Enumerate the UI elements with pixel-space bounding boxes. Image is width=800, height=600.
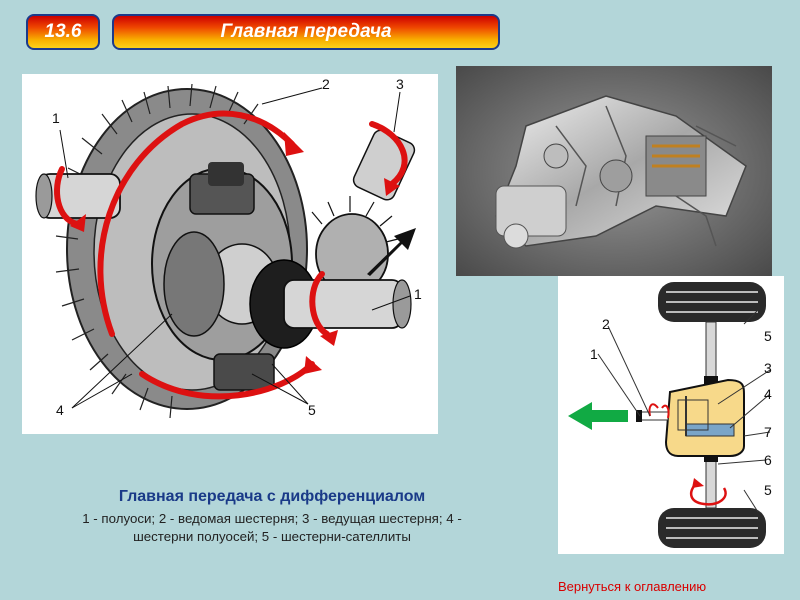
scheme-callout-3: 3	[764, 360, 772, 376]
page-title: Главная передача	[220, 21, 392, 42]
axle-schematic: 2 1 5 3 4 7 6 5	[558, 276, 784, 554]
scheme-callout-5-bottom: 5	[764, 482, 772, 498]
gearbox-image	[456, 66, 772, 276]
callout-2: 2	[322, 76, 330, 92]
scheme-callout-1: 1	[590, 346, 598, 362]
scheme-callout-2: 2	[602, 316, 610, 332]
back-to-contents-link[interactable]: Вернуться к оглавлению	[558, 579, 707, 594]
differential-illustration: 1 2 3 1 4 5	[22, 74, 438, 434]
callout-4: 4	[56, 402, 64, 418]
scheme-callout-4: 4	[764, 386, 772, 402]
title-banner: Главная передача	[112, 14, 500, 50]
scheme-callout-6: 6	[764, 452, 772, 468]
section-number: 13.6	[44, 21, 82, 42]
caption-legend: 1 - полуоси; 2 - ведомая шестерня; 3 - в…	[82, 511, 462, 544]
differential-drawing	[35, 83, 416, 419]
gearbox-photo	[456, 66, 772, 276]
section-number-badge: 13.6	[26, 14, 100, 50]
callout-1-right: 1	[414, 286, 422, 302]
callout-3: 3	[396, 76, 404, 92]
caption-title: Главная передача с дифференциалом	[118, 488, 426, 505]
scheme-callout-7: 7	[764, 424, 772, 440]
axle-schematic-drawing	[568, 282, 771, 548]
scheme-callout-5-top: 5	[764, 328, 772, 344]
figure-caption: Главная передача с дифференциалом 1 - по…	[62, 488, 482, 546]
callout-1-left: 1	[52, 110, 60, 126]
callout-5: 5	[308, 402, 316, 418]
